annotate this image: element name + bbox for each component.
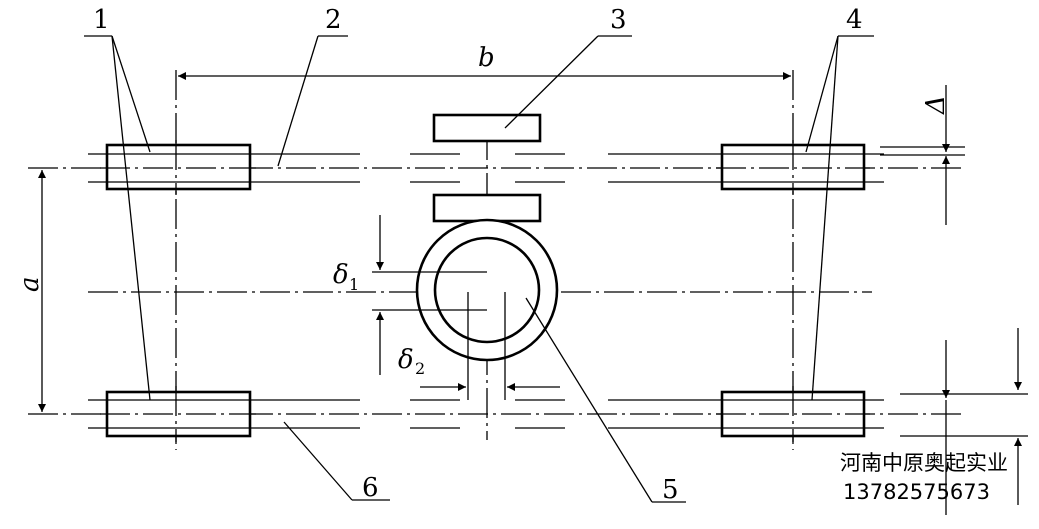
svg-text:δ: δ	[333, 260, 349, 290]
label-1: 1	[93, 5, 110, 35]
watermark-company: 河南中原奥起实业	[840, 451, 1008, 475]
svg-text:2: 2	[415, 359, 425, 378]
dim-delta-label: Δ	[921, 95, 951, 115]
watermark-phone: 13782575673	[843, 480, 990, 504]
label-6: 6	[362, 473, 379, 503]
block-upper	[432, 113, 542, 143]
label-5: 5	[662, 475, 679, 505]
inner-ring	[433, 236, 541, 344]
offset-lines	[372, 271, 506, 400]
label-4: 4	[846, 5, 863, 35]
dim-a-label: a	[15, 276, 45, 292]
delta1-label: δ 1	[333, 260, 359, 294]
svg-text:δ: δ	[398, 345, 414, 375]
svg-text:1: 1	[349, 275, 359, 294]
dim-b-label: b	[478, 43, 495, 73]
label-2: 2	[325, 5, 342, 35]
block-lower	[432, 193, 542, 223]
label-3: 3	[610, 5, 627, 35]
delta2-label: δ 2	[398, 345, 425, 378]
leader-lines	[84, 35, 874, 503]
